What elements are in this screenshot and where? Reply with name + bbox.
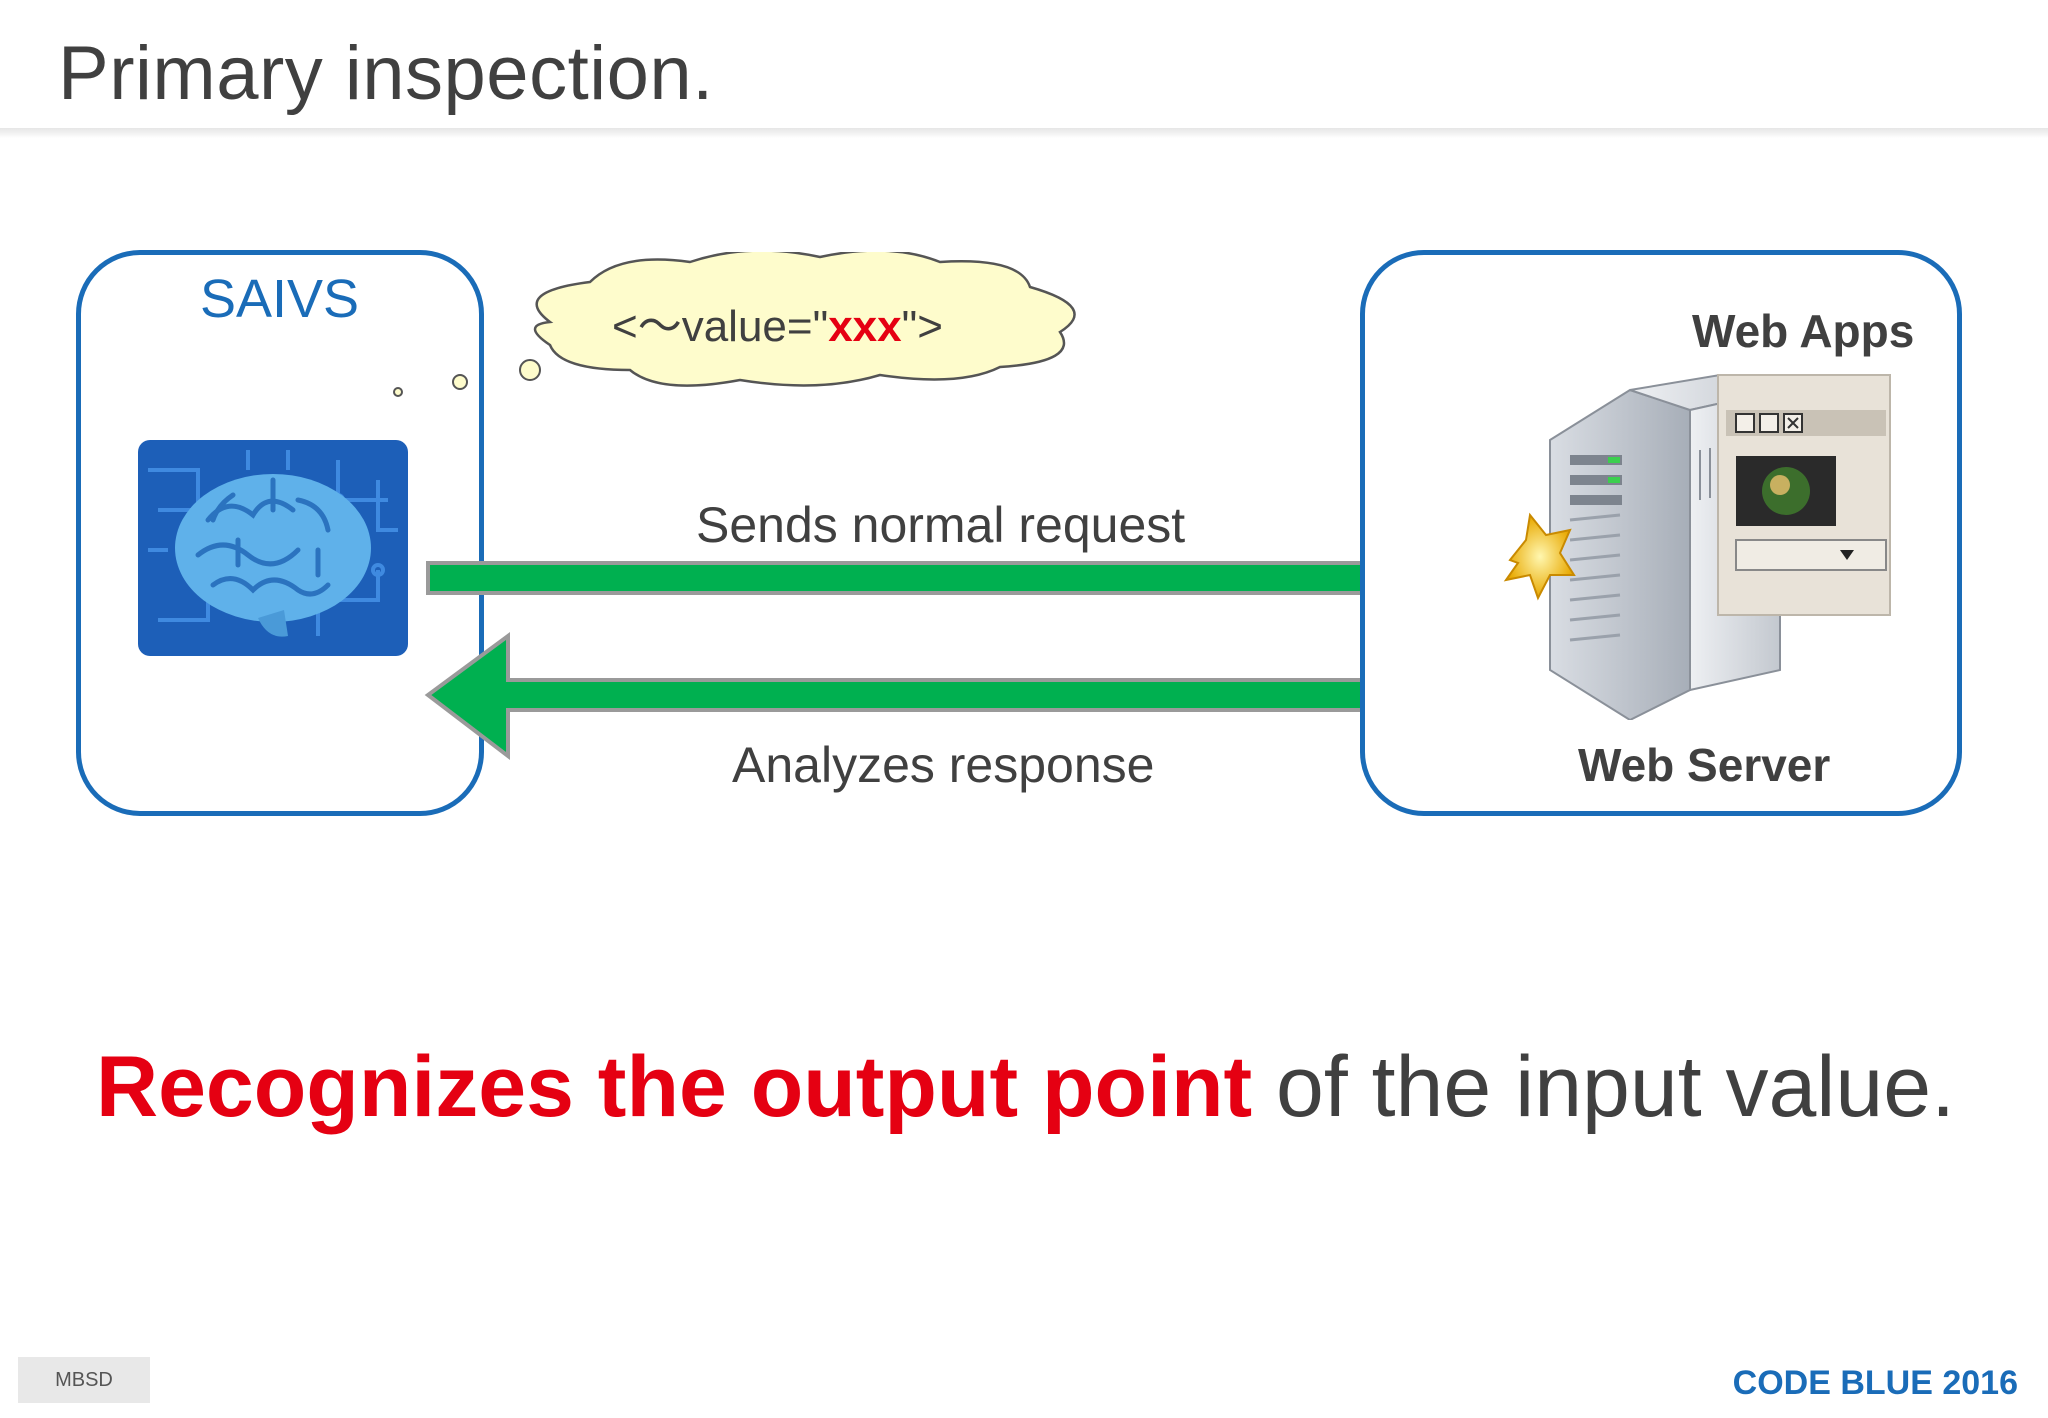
footer-event: CODE BLUE 2016: [1732, 1364, 2018, 1402]
request-label: Sends normal request: [696, 497, 1186, 553]
thought-prefix: <〜value=": [612, 302, 829, 351]
response-label: Analyzes response: [732, 737, 1155, 793]
saivs-label: SAIVS: [200, 269, 360, 329]
slide-title: Primary inspection.: [58, 31, 714, 116]
web-apps-label: Web Apps: [1692, 305, 1915, 357]
response-arrow: [424, 632, 1494, 761]
footer-logo: MBSD: [18, 1357, 150, 1403]
tagline-emphasis: Recognizes the output point: [96, 1039, 1253, 1135]
title-divider: [0, 128, 2048, 138]
web-server-label: Web Server: [1578, 739, 1831, 791]
thought-suffix: ">: [901, 302, 943, 351]
thought-highlight: xxx: [828, 302, 902, 351]
thought-bubble-dots: [393, 359, 541, 397]
brain-icon: [138, 440, 408, 656]
web-server-icon: [1503, 373, 1891, 720]
thought-cloud: [533, 252, 1076, 387]
tagline-rest: of the input value.: [1252, 1039, 1955, 1135]
thought-text: <〜value="xxx">: [612, 290, 943, 354]
tagline: Recognizes the output point of the input…: [96, 1038, 1955, 1137]
